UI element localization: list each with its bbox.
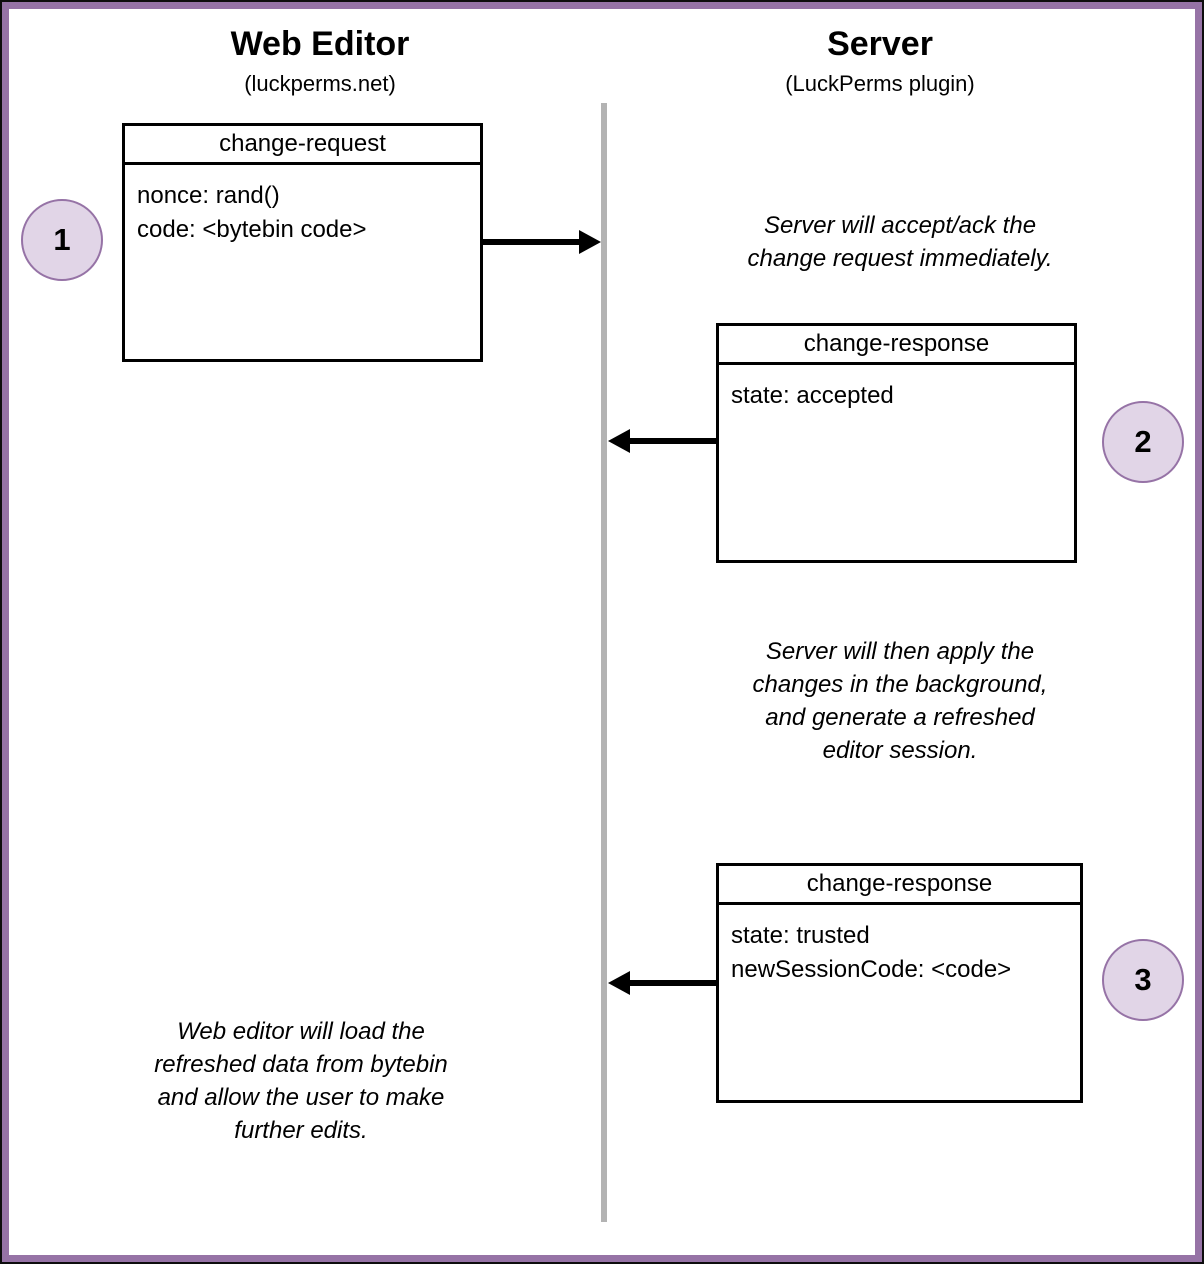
arrow-change-response-accepted-head-icon (608, 429, 630, 453)
actor-subtitle-web-editor: (luckperms.net) (244, 71, 396, 96)
message-title-change-response-trusted: change-response (719, 866, 1080, 905)
message-box-change-response-accepted: change-response state: accepted (716, 323, 1077, 563)
step-badge-1: 1 (21, 199, 103, 281)
arrow-change-request-line (483, 239, 581, 245)
arrow-change-response-accepted-line (628, 438, 716, 444)
message-title-change-response-accepted: change-response (719, 326, 1074, 365)
message-body-change-request: nonce: rand() code: <bytebin code> (137, 182, 367, 243)
arrow-change-response-trusted-line (628, 980, 716, 986)
actor-title-web-editor: Web Editor (230, 25, 410, 63)
message-box-change-response-trusted: change-response state: trusted newSessio… (716, 863, 1083, 1103)
actor-subtitle-server: (LuckPerms plugin) (785, 71, 975, 96)
actor-title-server: Server (827, 25, 933, 63)
arrow-change-request-head-icon (579, 230, 601, 254)
annotation-web-editor-reload: Web editor will load the refreshed data … (154, 1018, 448, 1144)
annotation-accept-ack: Server will accept/ack the change reques… (747, 212, 1053, 272)
step-badge-3: 3 (1102, 939, 1184, 1021)
annotation-apply-background: Server will then apply the changes in th… (752, 638, 1048, 764)
server-lifeline (601, 103, 607, 1222)
message-box-change-request: change-request nonce: rand() code: <byte… (122, 123, 483, 362)
message-body-change-response-accepted: state: accepted (731, 382, 894, 409)
step-badge-2: 2 (1102, 401, 1184, 483)
message-body-change-response-trusted: state: trusted newSessionCode: <code> (731, 922, 1012, 983)
message-title-change-request: change-request (125, 126, 480, 165)
arrow-change-response-trusted-head-icon (608, 971, 630, 995)
